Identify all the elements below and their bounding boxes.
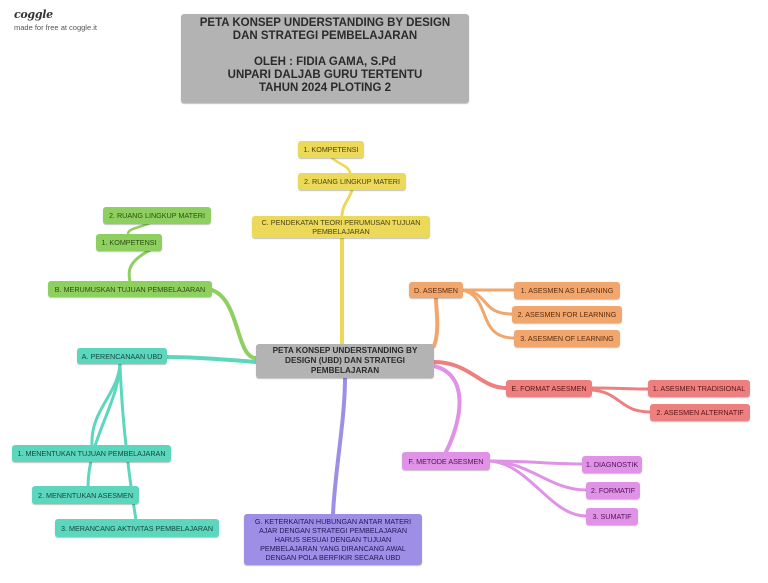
link-c-to-c2 <box>340 188 354 218</box>
node-d[interactable]: D. ASESMEN <box>409 282 463 298</box>
node-f-1[interactable]: 1. DIAGNOSTIK <box>582 456 642 473</box>
node-a-3[interactable]: 3. MERANCANG AKTIVITAS PEMBELAJARAN <box>55 519 219 537</box>
node-g[interactable]: G. KETERKAITAN HUBUNGAN ANTAR MATERI AJA… <box>244 514 422 565</box>
title-line-3: OLEH : FIDIA GAMA, S.Pd <box>253 56 397 68</box>
node-c[interactable]: C. PENDEKATAN TEORI PERUMUSAN TUJUAN PEM… <box>252 216 430 238</box>
title-node[interactable]: PETA KONSEP UNDERSTANDING BY DESIGN DAN … <box>181 14 469 103</box>
link-center-to-g <box>331 376 347 516</box>
link-center-to-b <box>210 288 258 360</box>
node-e-1[interactable]: 1. ASESMEN TRADISIONAL <box>648 380 750 397</box>
node-d-3[interactable]: 3. ASESMEN OF LEARNING <box>514 330 620 347</box>
link-f-to-f3 <box>488 459 588 518</box>
link-a-to-a2 <box>86 362 122 489</box>
node-f[interactable]: F. METODE ASESMEN <box>402 452 490 470</box>
node-a-1[interactable]: 1. MENENTUKAN TUJUAN PEMBELAJARAN <box>12 445 171 462</box>
node-b[interactable]: B. MERUMUSKAN TUJUAN PEMBELAJARAN <box>48 281 212 297</box>
title-line-1: PETA KONSEP UNDERSTANDING BY DESIGN <box>199 17 451 29</box>
central-node[interactable]: PETA KONSEP UNDERSTANDING BY DESIGN (UBD… <box>256 344 434 378</box>
link-d-to-d3 <box>460 288 516 340</box>
title-line-4: UNPARI DALJAB GURU TERTENTU <box>227 69 423 81</box>
coggle-tagline: made for free at coggle.it <box>14 23 97 32</box>
link-a-to-a1 <box>90 362 122 448</box>
node-d-2[interactable]: 2. ASESMEN FOR LEARNING <box>512 306 622 323</box>
node-b-2[interactable]: 2. RUANG LINGKUP MATERI <box>103 207 211 224</box>
node-d-1[interactable]: 1. ASESMEN AS LEARNING <box>514 282 620 299</box>
link-c2-to-c1 <box>330 156 352 176</box>
node-a[interactable]: A. PERENCANAAN UBD <box>77 348 167 364</box>
node-c-1[interactable]: 1. KOMPETENSI <box>298 141 364 158</box>
link-b-to-b1 <box>127 248 152 284</box>
node-b-1[interactable]: 1. KOMPETENSI <box>96 234 162 251</box>
link-center-to-f <box>432 364 462 454</box>
node-f-2[interactable]: 2. FORMATIF <box>586 482 640 499</box>
node-e[interactable]: E. FORMAT ASESMEN <box>506 380 592 397</box>
coggle-brand: coggle made for free at coggle.it <box>14 8 97 32</box>
node-f-3[interactable]: 3. SUMATIF <box>586 508 638 525</box>
link-center-to-d <box>432 296 440 348</box>
link-center-to-e <box>432 360 508 390</box>
node-a-2[interactable]: 2. MENENTUKAN ASESMEN <box>32 486 139 504</box>
link-e-to-e2 <box>590 388 652 414</box>
link-e-to-e1 <box>590 386 650 391</box>
node-e-2[interactable]: 2. ASESMEN ALTERNATIF <box>650 404 750 421</box>
link-center-to-a <box>164 355 258 364</box>
coggle-logo: coggle <box>14 8 53 21</box>
node-c-2[interactable]: 2. RUANG LINGKUP MATERI <box>298 173 406 190</box>
title-line-5: TAHUN 2024 PLOTING 2 <box>258 82 392 94</box>
title-line-2: DAN STRATEGI PEMBELAJARAN <box>232 30 418 42</box>
